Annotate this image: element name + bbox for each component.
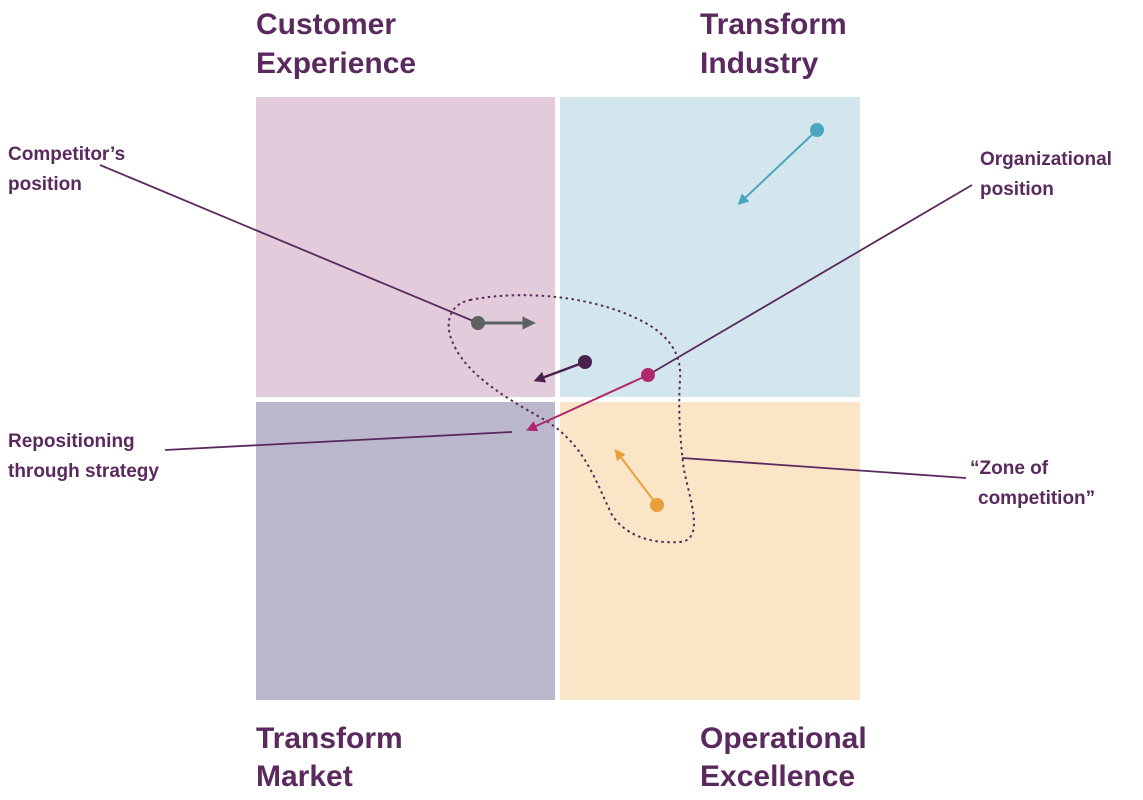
zone-of-competition-outline	[447, 294, 695, 544]
leader-organizational	[647, 184, 973, 376]
quadrant-customer-experience	[256, 97, 555, 397]
repositioning-arrow	[525, 374, 649, 432]
quadrant-label-operational-excellence: Operational Excellence	[700, 722, 875, 793]
callout-repositioning: Repositioning through strategy	[8, 431, 159, 482]
leader-repositioning	[164, 431, 513, 451]
leader-zone	[681, 457, 967, 479]
purple-dot	[578, 355, 592, 369]
quadrant-transform-industry	[560, 97, 860, 397]
quadrant-label-transform-industry: Transform Industry	[700, 8, 855, 80]
quadrant-label-customer-experience: Customer Experience	[256, 8, 416, 80]
orange-dot	[650, 498, 664, 512]
callout-competitor-position: Competitor’s position	[8, 144, 130, 195]
quadrant-label-transform-market: Transform Market	[256, 722, 411, 793]
orange-arrow	[614, 448, 658, 506]
organizational-dot	[641, 368, 655, 382]
quadrant-transform-market	[256, 402, 555, 700]
teal-dot	[810, 123, 824, 137]
teal-arrow	[737, 129, 818, 206]
callout-organizational-position: Organizational position	[980, 149, 1117, 200]
competitor-dot	[471, 316, 485, 330]
leader-competitor	[99, 164, 479, 324]
callout-zone-of-competition: “Zone of competition”	[970, 458, 1095, 509]
quadrant-operational-excellence	[560, 402, 860, 700]
purple-arrow	[533, 360, 586, 383]
